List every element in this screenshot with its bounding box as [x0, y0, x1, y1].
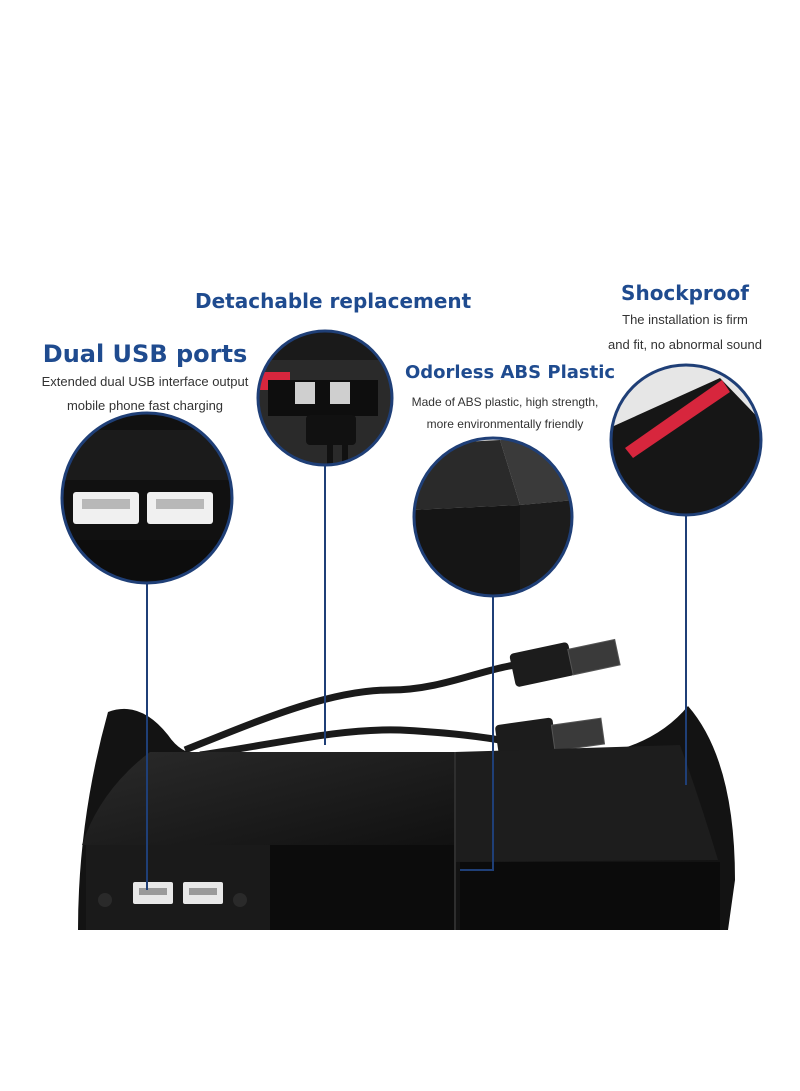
feature-desc-shockproof-line1: The installation is firm — [622, 312, 748, 327]
detail-circle-usb-ports — [62, 413, 232, 583]
feature-title-abs-plastic: Odorless ABS Plastic — [405, 362, 616, 383]
feature-title-dual-usb: Dual USB ports — [42, 340, 248, 368]
detail-circle-abs-plastic — [414, 438, 572, 596]
usb-port-icon — [147, 492, 213, 524]
feature-title-detachable: Detachable replacement — [195, 289, 472, 313]
detail-circle-shockproof — [611, 365, 761, 515]
feature-desc-abs-line1: Made of ABS plastic, high strength, — [411, 395, 599, 409]
usb-cables — [183, 638, 621, 759]
detail-circle-detachable — [258, 331, 392, 465]
console-stand — [78, 706, 735, 930]
feature-desc-abs-line2: more environmentally friendly — [426, 417, 584, 431]
usb-plug-icon — [495, 717, 606, 759]
feature-desc-shockproof-line2: and fit, no abnormal sound — [608, 337, 762, 352]
usb-port-icon — [73, 492, 139, 524]
feature-desc-dual-usb-line2: mobile phone fast charging — [66, 398, 224, 413]
usb-port-icon — [133, 882, 173, 904]
feature-desc-dual-usb-line1: Extended dual USB interface output — [41, 374, 249, 389]
callout-lines — [146, 465, 687, 890]
usb-port-icon — [183, 882, 223, 904]
usb-plug-icon — [509, 638, 621, 687]
feature-title-shockproof: Shockproof — [621, 281, 749, 305]
